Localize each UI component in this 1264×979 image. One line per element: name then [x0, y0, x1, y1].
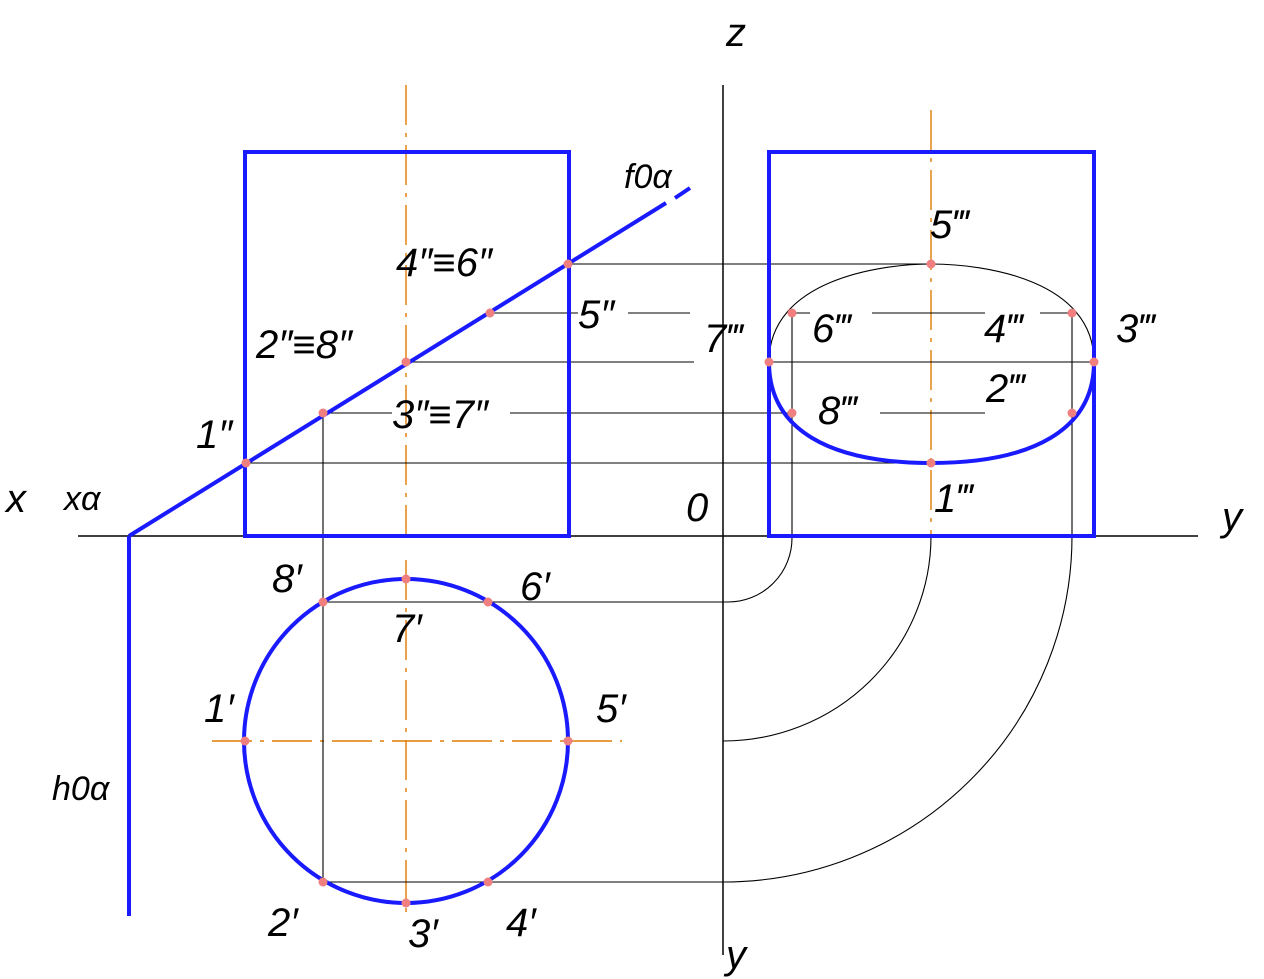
label-horizontal-trace: h0α	[52, 770, 111, 808]
label-axis-y-bottom: y	[723, 933, 749, 977]
label-front-p4-6: 4″≡6″	[396, 241, 494, 285]
object-outlines	[127, 150, 1096, 916]
point-front-4-6	[563, 259, 573, 269]
transfer-arc-large	[722, 535, 1073, 883]
side-view-labels: 1‴ 2‴ 3‴ 4‴ 5‴ 6‴ 7‴ 8‴	[704, 203, 1157, 521]
point-top-5	[563, 736, 573, 746]
point-top-7	[401, 574, 411, 584]
front-trace-line-end	[673, 186, 692, 200]
label-top-p5: 5′	[596, 687, 627, 731]
label-axis-y-right: y	[1219, 495, 1245, 539]
point-front-1	[241, 458, 251, 468]
side-view-rectangle	[767, 150, 1096, 538]
point-side-8	[787, 408, 797, 418]
label-axis-x: x	[4, 477, 28, 521]
label-side-p3: 3‴	[1116, 307, 1157, 351]
label-top-p7: 7′	[392, 607, 423, 651]
label-top-p2: 2′	[267, 901, 299, 945]
point-top-2	[318, 877, 328, 887]
point-side-2	[1067, 408, 1077, 418]
label-side-p6: 6‴	[812, 307, 853, 351]
transfer-arc-small	[727, 537, 793, 603]
point-side-1	[926, 458, 936, 468]
point-top-3	[401, 898, 411, 908]
point-front-3-7	[318, 408, 328, 418]
point-top-4	[483, 877, 493, 887]
label-side-p7: 7‴	[704, 317, 745, 361]
label-axis-x-alpha: xα	[62, 480, 102, 518]
label-top-p4: 4′	[506, 901, 537, 945]
construction-lines	[246, 263, 1095, 883]
label-front-trace: f0α	[624, 158, 673, 196]
label-top-p1: 1′	[204, 687, 235, 731]
label-top-p6: 6′	[520, 565, 551, 609]
point-side-4	[1067, 308, 1077, 318]
transfer-arc-medium	[722, 535, 932, 742]
point-front-2-8	[401, 357, 411, 367]
axis-labels: z x xα y y 0 f0α h0α	[4, 11, 1245, 977]
point-top-8	[318, 597, 328, 607]
label-side-p2: 2‴	[985, 367, 1027, 411]
label-axis-z: z	[725, 11, 746, 55]
center-lines	[212, 85, 932, 920]
front-trace-line	[127, 201, 668, 538]
label-side-p1: 1‴	[934, 477, 975, 521]
point-top-6	[483, 597, 493, 607]
front-view-labels: 1″ 2″≡8″ 3″≡7″ 4″≡6″ 5″	[196, 241, 616, 457]
projection-points	[240, 259, 1099, 908]
point-side-7	[764, 357, 774, 367]
label-side-p4: 4‴	[984, 307, 1025, 351]
point-front-5	[485, 308, 495, 318]
point-side-5	[926, 259, 936, 269]
label-top-p8: 8′	[272, 557, 303, 601]
label-front-p1: 1″	[196, 413, 234, 457]
point-side-3	[1089, 357, 1099, 367]
top-view-labels: 1′ 2′ 3′ 4′ 5′ 6′ 7′ 8′	[204, 557, 627, 956]
label-origin: 0	[686, 486, 708, 530]
label-side-p8: 8‴	[818, 389, 859, 433]
point-top-1	[240, 736, 250, 746]
label-front-p3-7: 3″≡7″	[392, 393, 490, 437]
label-side-p5: 5‴	[930, 203, 971, 247]
front-view-rectangle	[243, 150, 571, 538]
label-front-p2-8: 2″≡8″	[255, 323, 354, 367]
label-front-p5: 5″	[578, 293, 616, 337]
label-top-p3: 3′	[408, 912, 439, 956]
point-side-6	[787, 308, 797, 318]
